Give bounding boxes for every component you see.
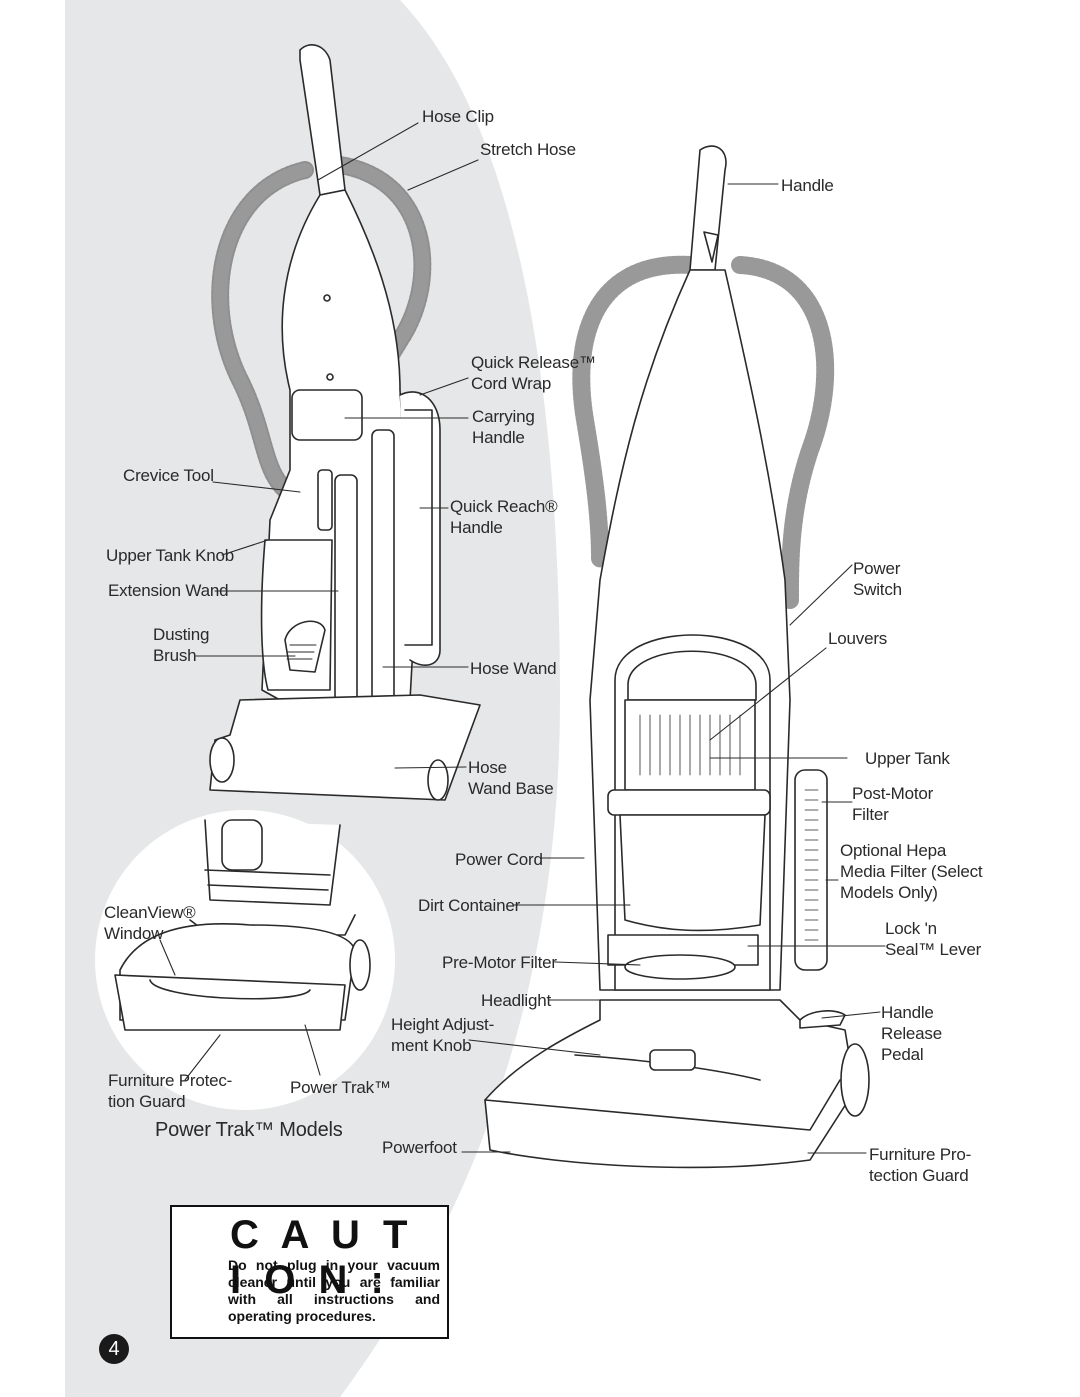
label-furniture-protection-guard: Furniture Pro- tection Guard <box>869 1145 972 1185</box>
left-vacuum-leader-lines <box>195 122 479 769</box>
label-handle: Handle <box>781 176 834 195</box>
label-louvers: Louvers <box>828 629 888 648</box>
label-post-motor-filter: Post-Motor Filter <box>852 784 934 824</box>
label-power-trak: Power Trak™ <box>290 1078 391 1097</box>
caution-box: C A U T I O N : Do not plug in your vacu… <box>170 1205 449 1339</box>
label-hose-wand-base: Hose Wand Base <box>468 758 554 798</box>
label-quick-release-cord-wrap: Quick Release™ Cord Wrap <box>471 353 596 393</box>
label-dirt-container: Dirt Container <box>418 896 521 915</box>
power-trak-models-title: Power Trak™ Models <box>155 1119 343 1141</box>
label-quick-reach-handle: Quick Reach® Handle <box>450 497 558 537</box>
label-stretch-hose: Stretch Hose <box>480 140 576 159</box>
label-powerfoot: Powerfoot <box>382 1138 457 1157</box>
label-optional-hepa-filter: Optional Hepa Media Filter (Select Model… <box>840 841 983 902</box>
inset-power-trak-drawing <box>114 819 371 1031</box>
caution-heading: C A U T I O N : <box>230 1213 414 1302</box>
caution-text: Do not plug in your vacuum cleaner until… <box>228 1257 440 1324</box>
label-dusting-brush: Dusting Brush <box>153 625 210 665</box>
label-cleanview-window: CleanView® Window <box>104 903 196 943</box>
label-headlight: Headlight <box>481 991 552 1010</box>
label-power-cord: Power Cord <box>455 850 543 869</box>
label-crevice-tool: Crevice Tool <box>123 466 214 485</box>
inset-leader-lines <box>159 939 321 1081</box>
label-lock-n-seal-lever: Lock 'n Seal™ Lever <box>885 919 982 959</box>
label-upper-tank-knob: Upper Tank Knob <box>106 546 235 565</box>
label-extension-wand: Extension Wand <box>108 581 229 600</box>
label-hose-wand: Hose Wand <box>470 659 557 678</box>
page-number: 4 <box>99 1334 129 1364</box>
label-inset-furniture-protection-guard: Furniture Protec- tion Guard <box>108 1071 233 1111</box>
label-power-switch: Power Switch <box>853 559 902 599</box>
label-upper-tank: Upper Tank <box>865 749 950 768</box>
label-carrying-handle: Carrying Handle <box>472 407 535 447</box>
right-vacuum-leader-lines <box>461 183 886 1154</box>
label-hose-clip: Hose Clip <box>422 107 494 126</box>
label-pre-motor-filter: Pre-Motor Filter <box>442 953 557 972</box>
label-handle-release-pedal: Handle Release Pedal <box>881 1003 942 1064</box>
right-vacuum-drawing <box>484 145 870 1169</box>
left-vacuum-drawing <box>209 44 481 801</box>
label-height-adjustment-knob: Height Adjust- ment Knob <box>391 1015 495 1055</box>
